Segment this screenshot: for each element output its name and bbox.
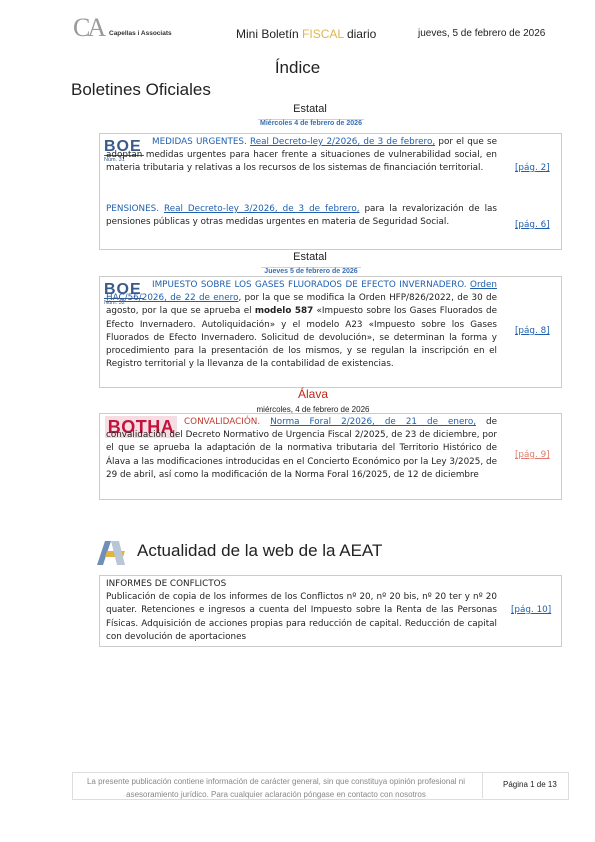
section-date-2: Jueves 5 de febrero de 2026 <box>261 267 361 275</box>
item-heading: CONVALIDACIÓN. <box>184 417 261 427</box>
item-link[interactable]: Norma Foral 2/2026, de 21 de enero, <box>270 417 476 427</box>
item-heading: INFORMES DE CONFLICTOS <box>106 579 227 589</box>
page-link-10[interactable]: [pág. 10] <box>511 605 552 615</box>
item-text: por el que se adoptan medidas urgentes p… <box>106 137 497 174</box>
page-link-9[interactable]: [pág. 9] <box>515 450 550 460</box>
item-link[interactable]: Real Decreto-ley 3/2026, de 3 de febrero… <box>164 204 360 214</box>
page-link-6[interactable]: [pág. 6] <box>515 220 550 230</box>
section-label-estatal-1: Estatal <box>293 103 327 115</box>
logo-text: Capellas i Associats <box>109 30 172 37</box>
index-title: Índice <box>274 58 321 77</box>
item-gases-fluorados: IMPUESTO SOBRE LOS GASES FLUORADOS DE EF… <box>106 279 497 371</box>
item-convalidacion: CONVALIDACIÓN. Norma Foral 2/2026, de 21… <box>106 416 497 482</box>
item-text-b: «Impuesto sobre los Gases Fluorados de E… <box>106 306 497 370</box>
aeat-box <box>99 575 562 647</box>
item-informes-conflictos: INFORMES DE CONFLICTOS Publicación de cop… <box>106 578 497 644</box>
footer-divider <box>482 773 483 798</box>
boe-logo-text: BOE <box>104 138 142 155</box>
boe-box-1 <box>99 133 562 250</box>
boe-box-2 <box>99 276 562 388</box>
company-logo: CA Capellas i Associats <box>73 13 193 43</box>
item-text: para la revalorización de las pensiones … <box>106 204 497 228</box>
section-date-1: Miércoles 4 de febrero de 2026 <box>258 119 364 127</box>
page-number: Página 1 de 13 <box>503 780 557 789</box>
title-prefix: Mini Boletín <box>236 27 303 41</box>
aeat-section-title: Actualidad de la web de la AEAT <box>137 541 383 560</box>
header-date: jueves, 5 de febrero de 2026 <box>418 28 546 39</box>
item-link[interactable]: Real Decreto-ley 2/2026, de 3 de febrero… <box>249 137 436 147</box>
item-pensiones: PENSIONES. Real Decreto-ley 3/2026, de 3… <box>106 203 497 229</box>
section-label-alava: Álava <box>297 387 329 401</box>
item-heading: PENSIONES. <box>106 204 160 214</box>
aeat-icon <box>97 541 125 565</box>
item-text: Publicación de copia de los informes de … <box>106 592 497 642</box>
item-link[interactable]: Orden HAC/56/2026, de 22 de enero <box>106 280 497 304</box>
title-fiscal: FISCAL <box>302 27 344 41</box>
page-link-2[interactable]: [pág. 2] <box>515 163 550 173</box>
section-date-3: miércoles, 4 de febrero de 2026 <box>256 405 370 414</box>
boe-logo-2: BOE Núm. 32 <box>104 281 144 311</box>
footer-disclaimer: La presente publicación contiene informa… <box>86 777 465 799</box>
boe-logo-1: BOE Núm. 31 <box>104 138 144 168</box>
item-text-a: , por la que se modifica la Orden HFP/82… <box>106 293 497 317</box>
title-suffix: diario <box>343 27 377 41</box>
boletines-heading: Boletines Oficiales <box>71 80 211 99</box>
bulletin-title: Mini Boletín FISCAL diario <box>236 27 376 41</box>
logo-mark: CA <box>73 13 106 42</box>
botha-logo: BOTHA <box>105 416 177 438</box>
item-heading: IMPUESTO SOBRE LOS GASES FLUORADOS DE EF… <box>152 280 467 290</box>
page-link-8[interactable]: [pág. 8] <box>515 326 550 336</box>
botha-box <box>99 413 562 500</box>
item-text: de convalidación del Decreto Normativo d… <box>106 417 497 480</box>
boe-number: Núm. 32 <box>104 298 144 307</box>
section-label-estatal-2: Estatal <box>293 251 327 263</box>
boe-logo-text: BOE <box>104 281 142 298</box>
item-bold: modelo 587 <box>254 306 314 317</box>
footer-box <box>72 772 569 800</box>
boe-number: Núm. 31 <box>104 155 144 164</box>
item-heading: MEDIDAS URGENTES. <box>152 137 247 147</box>
item-medidas-urgentes: MEDIDAS URGENTES. Real Decreto-ley 2/202… <box>106 136 497 176</box>
